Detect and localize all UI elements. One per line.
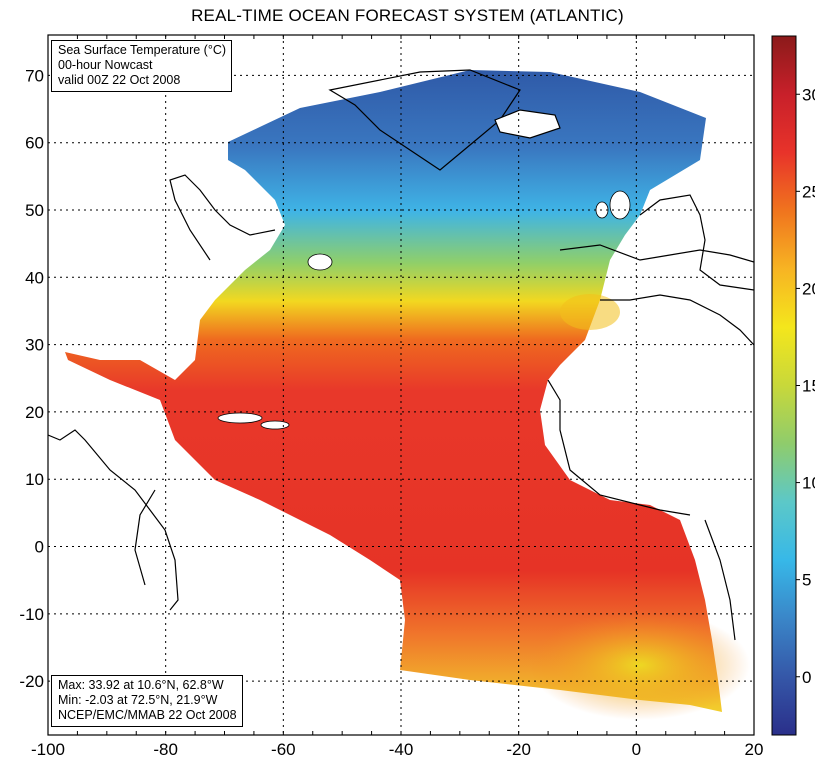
y-tick-label: 30: [25, 336, 44, 355]
stats-max: Max: 33.92 at 10.6°N, 62.8°W: [58, 678, 224, 692]
mediterranean-patch: [560, 294, 620, 330]
y-tick-label: -20: [19, 672, 44, 691]
x-tick-label: -100: [31, 740, 65, 759]
colorbar-tick-label: 0: [802, 668, 811, 687]
x-axis: -100 -80 -60 -40 -20 0 20: [31, 35, 763, 759]
island-hispaniola: [260, 420, 290, 430]
iceland-coast: [494, 109, 561, 139]
y-axis: 70 60 50 40 30 20 10 0 -10 -20: [19, 66, 44, 691]
y-tick-label: 0: [35, 538, 44, 557]
south-atlantic-cool-zone: [530, 610, 750, 720]
y-tick-label: 20: [25, 403, 44, 422]
coastlines: [48, 69, 754, 641]
stats-min: Min: -2.03 at 72.5°N, 21.9°W: [58, 693, 218, 707]
colorbar-tick-label: 30: [802, 85, 815, 104]
info-legend-line-2: 00-hour Nowcast: [58, 58, 153, 72]
y-tick-label: 50: [25, 201, 44, 220]
colorbar: 30 25 20 15 10 5 0: [771, 35, 815, 742]
island-uk: [609, 190, 631, 220]
colorbar-tick-label: 5: [802, 571, 811, 590]
north-america-coast: [48, 429, 179, 611]
colorbar-tick-label: 20: [802, 279, 815, 298]
x-tick-label: -60: [271, 740, 296, 759]
africa-coast: [547, 379, 691, 516]
greenland-coast: [328, 69, 521, 171]
stats-source: NCEP/EMC/MMAB 22 Oct 2008: [58, 708, 237, 722]
info-legend-line-1: Sea Surface Temperature (°C): [58, 43, 227, 57]
islands: [217, 190, 631, 430]
island-cuba: [217, 412, 263, 424]
colorbar-scale: 30 25 20 15 10 5 0: [771, 35, 815, 736]
y-tick-label: 40: [25, 268, 44, 287]
info-legend-line-3: valid 00Z 22 Oct 2008: [58, 73, 181, 87]
colorbar-tick-label: 15: [802, 377, 815, 396]
x-tick-label: 20: [745, 740, 764, 759]
info-legend: Sea Surface Temperature (°C) 00-hour Now…: [51, 40, 233, 92]
y-tick-label: 70: [25, 66, 44, 85]
map-grid: [48, 35, 754, 735]
y-tick-label: 10: [25, 470, 44, 489]
y-tick-label: 60: [25, 134, 44, 153]
colorbar-tick-label: 25: [802, 182, 815, 201]
x-tick-label: -40: [389, 740, 414, 759]
colorbar-tick-label: 10: [802, 474, 815, 493]
europe-coast: [639, 194, 754, 291]
ocean-field: [65, 70, 722, 712]
island-newfoundland: [307, 253, 333, 271]
x-tick-label: -20: [506, 740, 531, 759]
y-tick-label: -10: [19, 605, 44, 624]
x-tick-label: 0: [632, 740, 641, 759]
x-tick-label: -80: [153, 740, 178, 759]
map-title: REAL-TIME OCEAN FORECAST SYSTEM (ATLANTI…: [191, 6, 624, 25]
stats-legend: Max: 33.92 at 10.6°N, 62.8°W Min: -2.03 …: [51, 675, 243, 727]
